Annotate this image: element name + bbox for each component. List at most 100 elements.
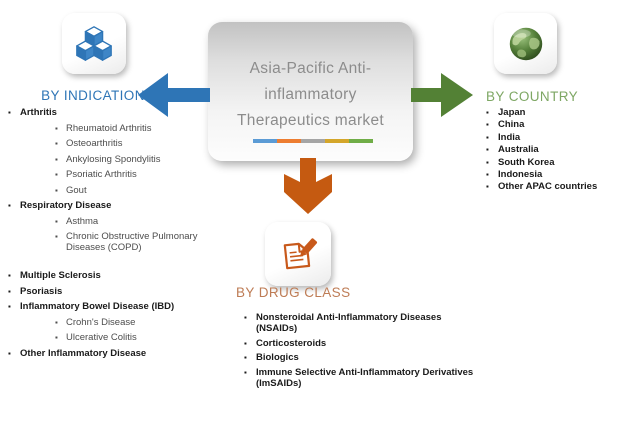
country-list: JapanChinaIndiaAustraliaSouth KoreaIndon… [486,108,598,195]
indication-group: Multiple Sclerosis [8,270,203,281]
cubes-icon [76,25,112,61]
list-item-label: Psoriasis [20,285,63,297]
indication-icon-card [62,13,126,74]
list-item: South Korea [486,156,598,168]
square-bullet-icon [486,133,498,143]
square-bullet-icon [486,108,498,118]
market-title-line3: Therapeutics market [237,112,384,129]
square-bullet-icon [8,301,20,312]
list-item: Indonesia [486,168,598,180]
list-item: Other Inflammatory Disease [8,348,203,359]
square-bullet-icon [486,120,498,130]
square-bullet-icon [244,312,256,334]
list-item: Australia [486,145,598,155]
left-arrow-icon [138,73,210,117]
indication-group: Psoriasis [8,286,203,297]
list-item-label: Other APAC countries [498,181,598,193]
list-item: Immune Selective Anti-Inflammatory Deriv… [244,367,481,389]
indication-list: ArthritisRheumatoid ArthritisOsteoarthri… [8,107,203,363]
list-item: Psoriasis [8,286,203,297]
list-item-label: Biologics [256,352,299,363]
square-bullet-icon [486,158,498,168]
list-item: Corticosteroids [244,338,481,349]
list-item: Respiratory Disease [8,200,203,211]
square-bullet-icon [8,270,20,281]
list-item: Ankylosing Spondylitis [8,154,203,165]
list-item: Ulcerative Colitis [8,332,203,343]
by-drug-class-heading: BY DRUG CLASS [236,285,351,300]
list-item-label: Gout [66,184,87,196]
list-item: Gout [8,185,203,196]
list-item-label: Australia [498,144,539,156]
market-title-card: Asia-Pacific Anti- inflammatory Therapeu… [208,22,413,161]
by-indication-heading: BY INDICATION [41,88,145,103]
list-item-label: Ankylosing Spondylitis [66,153,161,165]
list-item-label: Rheumatoid Arthritis [66,122,152,134]
list-item: Osteoarthritis [8,138,203,149]
list-item: India [486,131,598,143]
square-bullet-icon [244,338,256,349]
list-item-label: Psoriatic Arthritis [66,169,137,180]
list-item-label: Indonesia [498,168,543,180]
square-bullet-icon [55,185,66,196]
square-bullet-icon [8,348,20,359]
indication-group: Inflammatory Bowel Disease (IBD) Crohn's … [8,301,203,343]
indication-group: Respiratory DiseaseAsthmaChronic Obstruc… [8,200,203,253]
square-bullet-icon [8,200,20,211]
right-arrow-icon [411,73,473,117]
square-bullet-icon [55,169,66,180]
square-bullet-icon [486,182,498,192]
country-icon-card [494,13,557,74]
square-bullet-icon [55,231,66,253]
list-item-label: Corticosteroids [256,337,327,349]
list-item-label: Crohn's Disease [66,316,136,328]
list-item: Nonsteroidal Anti-Inflammatory Diseases … [244,312,481,334]
square-bullet-icon [55,154,66,165]
square-bullet-icon [55,216,66,227]
list-item-label: Multiple Sclerosis [20,270,101,281]
list-item: Rheumatoid Arthritis [8,123,203,134]
list-item: China [486,120,598,130]
square-bullet-icon [8,286,20,297]
color-bar-segment [277,139,301,143]
market-title-line1: Asia-Pacific Anti- [249,60,372,77]
square-bullet-icon [244,352,256,363]
down-arrow-icon [284,158,332,214]
list-item-label: Nonsteroidal Anti-Inflammatory Diseases … [256,312,442,334]
color-bar-segment [325,139,349,143]
list-item: Japan [486,108,598,118]
square-bullet-icon [55,317,66,328]
list-item: Other APAC countries [486,182,598,192]
list-item-label: Chronic Obstructive Pulmonary Diseases (… [66,231,198,253]
list-item-label: Immune Selective Anti-Inflammatory Deriv… [256,366,474,389]
by-country-heading: BY COUNTRY [486,89,579,104]
color-bar [253,139,373,143]
drug-class-icon-card [265,222,331,286]
globe-icon [509,27,542,60]
document-pencil-icon [283,238,318,270]
list-item-label: Inflammatory Bowel Disease (IBD) [20,301,175,312]
list-item-label: South Korea [498,156,555,168]
list-item: Psoriatic Arthritis [8,169,203,180]
color-bar-segment [349,139,373,143]
list-item: Asthma [8,216,203,227]
list-item-label: Osteoarthritis [66,138,123,149]
list-item: Crohn's Disease [8,317,203,328]
market-title: Asia-Pacific Anti- inflammatory Therapeu… [208,56,413,134]
list-item-label: Asthma [66,215,99,227]
list-item: Chronic Obstructive Pulmonary Diseases (… [8,231,203,253]
list-item: Multiple Sclerosis [8,270,203,281]
drug-class-list: Nonsteroidal Anti-Inflammatory Diseases … [244,312,481,392]
list-item-label: Japan [498,107,526,118]
list-item-label: China [498,119,525,131]
market-title-line2: inflammatory [264,86,357,103]
indication-group: Other Inflammatory Disease [8,348,203,359]
list-item-label: India [498,131,521,143]
list-item: Inflammatory Bowel Disease (IBD) [8,301,203,312]
square-bullet-icon [55,138,66,149]
list-item-label: Other Inflammatory Disease [20,347,147,359]
square-bullet-icon [244,367,256,389]
square-bullet-icon [8,107,20,118]
list-item-label: Ulcerative Colitis [66,332,137,343]
